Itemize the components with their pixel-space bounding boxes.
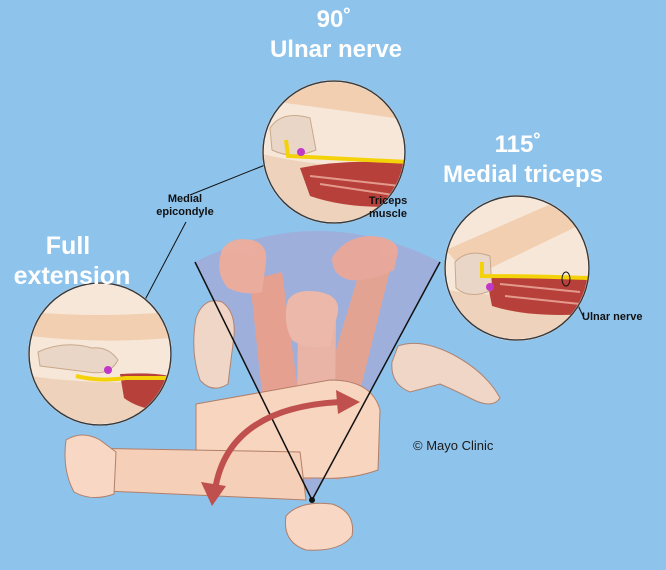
title-115-angle: 115˚ xyxy=(494,131,542,158)
inset-top xyxy=(262,80,406,224)
fan-line-right xyxy=(311,261,441,501)
fan-line-left xyxy=(194,261,313,501)
title-extension: extension xyxy=(13,262,131,290)
copyright-credit: © Mayo Clinic xyxy=(413,438,494,453)
title-90-angle: 90˚ xyxy=(316,6,352,33)
hand-left-upper xyxy=(193,300,235,389)
inset-left xyxy=(28,282,172,426)
title-medial-triceps: Medial triceps xyxy=(442,161,604,188)
inset-right xyxy=(444,195,590,341)
hand-mid xyxy=(285,291,339,348)
fan-pivot xyxy=(309,497,315,503)
arrowhead-right xyxy=(336,390,360,414)
hand-left xyxy=(64,434,117,498)
hand-115 xyxy=(332,236,398,281)
title-full: Full xyxy=(45,232,91,260)
hand-90 xyxy=(219,239,267,294)
arrowhead-left xyxy=(201,482,226,506)
label-ulnar-nerve-right: Ulnar nerve xyxy=(582,311,643,323)
supporting-hand xyxy=(284,502,354,551)
label-triceps: Triceps xyxy=(368,195,408,207)
label-epicondyle: epicondyle xyxy=(156,206,214,218)
label-medial: Medial xyxy=(167,193,203,205)
title-ulnar-nerve: Ulnar nerve xyxy=(269,36,403,63)
label-muscle: muscle xyxy=(369,208,407,220)
curved-double-arrow-icon xyxy=(212,399,343,493)
hand-right xyxy=(391,342,501,405)
